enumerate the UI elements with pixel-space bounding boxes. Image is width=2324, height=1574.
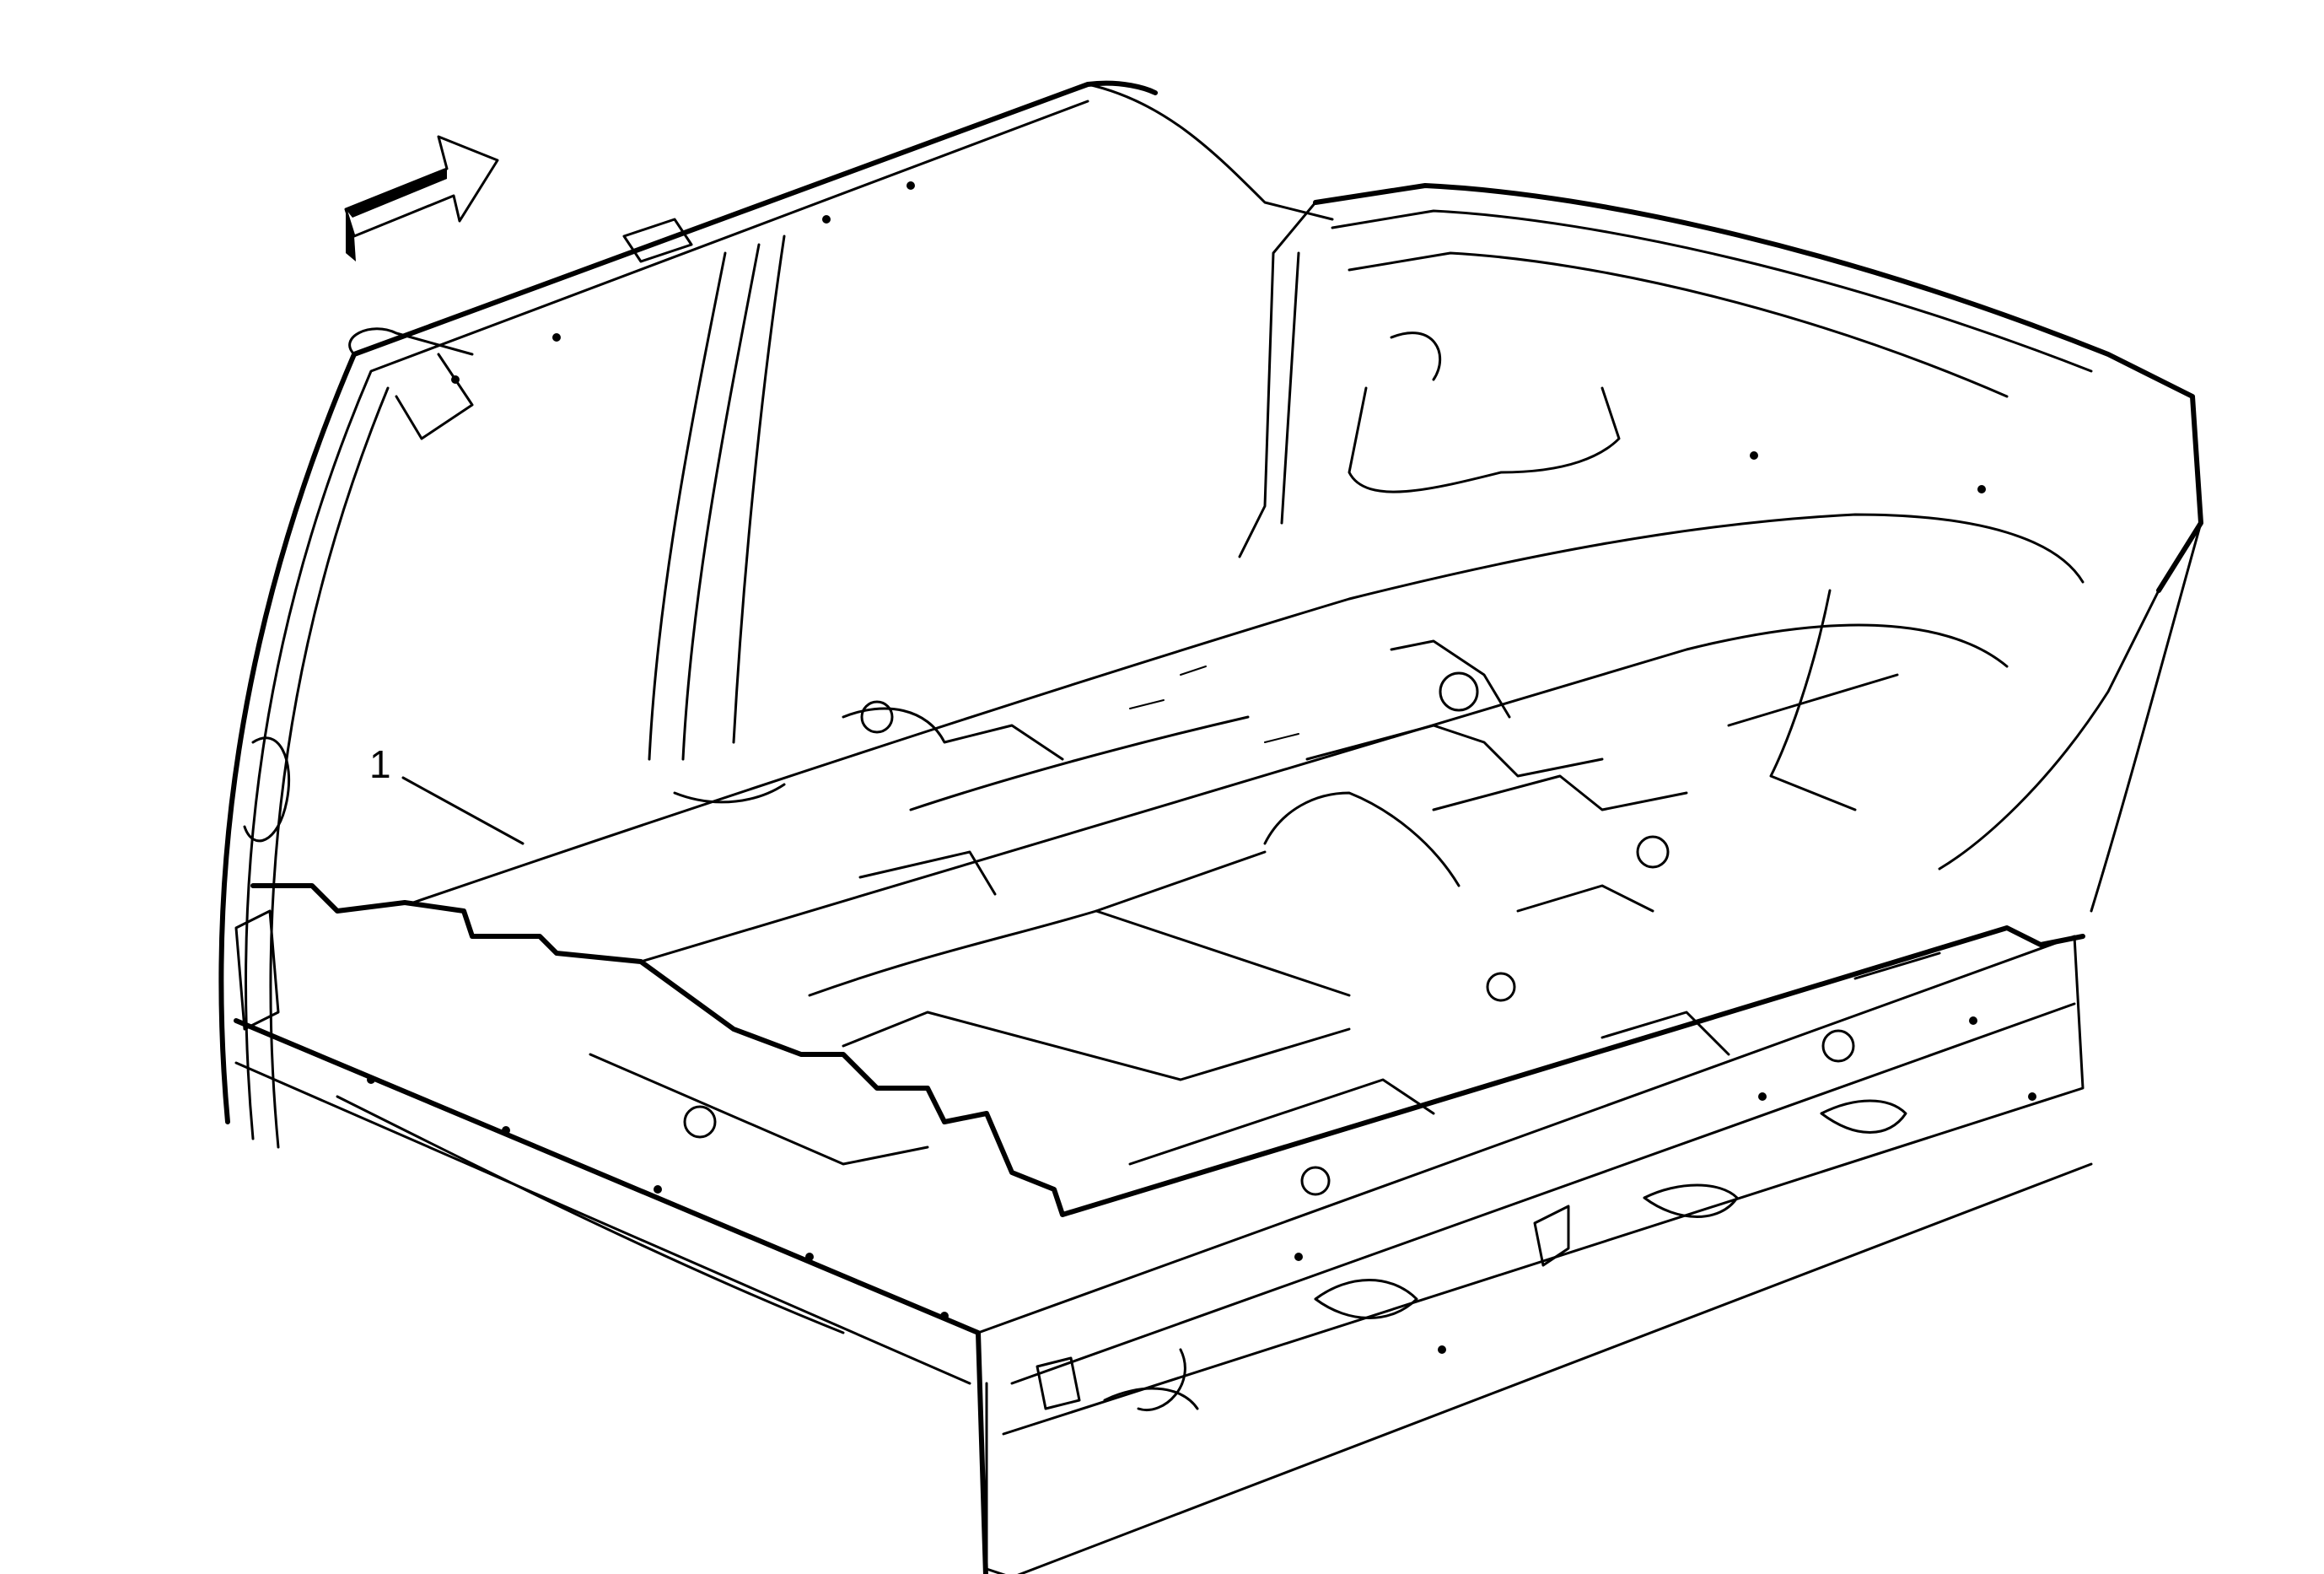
floor-panel <box>250 513 2085 1217</box>
forward-arrow-icon <box>344 135 499 261</box>
callout-1: 1 <box>369 742 525 845</box>
body-side-right <box>1238 183 2203 913</box>
fastener-dots <box>367 181 2036 1354</box>
rear-sill <box>234 935 2093 1574</box>
callout-1-label: 1 <box>369 742 391 786</box>
body-side-left <box>218 80 1334 1149</box>
